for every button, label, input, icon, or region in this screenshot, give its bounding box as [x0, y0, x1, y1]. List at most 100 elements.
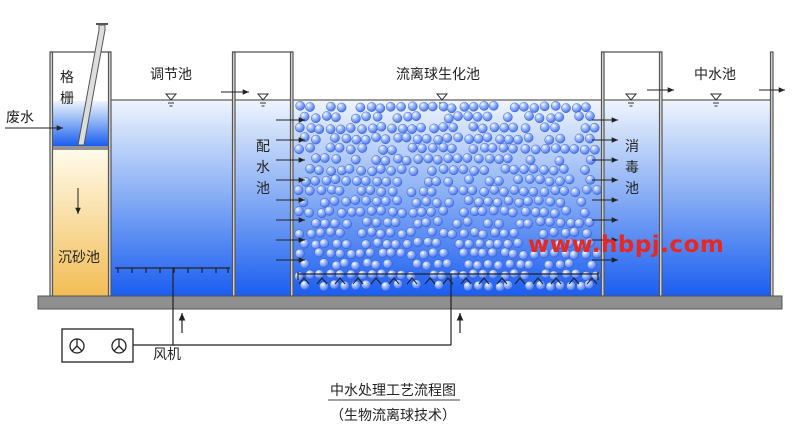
floating-ball: [509, 164, 519, 175]
floating-ball: [493, 260, 504, 271]
floating-ball: [551, 143, 561, 154]
floating-ball: [482, 132, 493, 143]
reclaimed-tank-label: 中水池: [694, 67, 736, 83]
floating-ball: [421, 217, 431, 228]
floating-ball: [539, 101, 550, 112]
floating-ball: [555, 259, 565, 270]
floating-ball: [402, 239, 413, 249]
floating-ball: [330, 133, 340, 143]
floating-ball: [412, 258, 423, 269]
floating-ball: [305, 163, 315, 174]
floating-ball: [448, 185, 459, 196]
floating-ball: [544, 135, 555, 145]
floating-ball: [454, 239, 465, 249]
floating-ball: [335, 124, 346, 135]
floating-ball: [519, 164, 529, 175]
floating-ball: [381, 176, 392, 187]
diffuser-chevron: [442, 277, 454, 285]
floating-ball: [458, 164, 469, 175]
floating-ball: [463, 281, 473, 292]
floating-ball: [529, 249, 540, 260]
floating-ball: [345, 144, 356, 155]
floating-ball: [575, 239, 585, 250]
floating-ball: [592, 185, 601, 195]
floating-ball: [523, 132, 534, 143]
floating-ball: [576, 196, 587, 207]
floating-ball: [392, 177, 403, 187]
floating-ball: [509, 228, 519, 238]
floating-ball: [503, 195, 514, 206]
floating-ball: [580, 123, 591, 133]
floating-ball: [436, 270, 447, 281]
floating-ball: [477, 229, 488, 240]
floating-ball: [396, 102, 406, 112]
floating-ball: [503, 134, 514, 145]
diffuser-chevron: [298, 277, 310, 285]
floating-ball: [406, 250, 417, 261]
floating-ball: [523, 196, 533, 207]
floating-ball: [393, 132, 404, 143]
floating-ball: [483, 281, 494, 292]
floating-ball: [375, 164, 386, 174]
floating-ball: [339, 258, 350, 268]
floating-ball: [301, 177, 311, 187]
floating-ball: [431, 237, 442, 248]
floating-ball: [464, 174, 474, 185]
floating-ball: [372, 112, 383, 122]
floating-ball: [463, 195, 474, 205]
floating-ball: [361, 279, 371, 290]
floating-ball: [371, 217, 382, 228]
floating-ball: [294, 248, 305, 259]
floating-ball: [484, 176, 495, 187]
floating-ball: [438, 101, 449, 112]
floating-ball: [489, 122, 500, 133]
diagram-subtitle: （生物流离球技术）: [330, 408, 456, 424]
floating-ball: [350, 260, 361, 271]
floating-ball: [378, 145, 388, 155]
floating-ball: [515, 259, 526, 270]
floating-ball: [408, 208, 419, 218]
floating-ball: [566, 281, 576, 291]
floating-ball: [534, 195, 544, 206]
floating-ball: [426, 186, 437, 197]
diffuser-chevrons: [298, 277, 598, 285]
website-watermark: www.hbpj.com: [528, 232, 725, 258]
floating-ball: [382, 259, 393, 269]
floating-ball: [488, 205, 499, 216]
diffuser-chevron: [424, 277, 436, 285]
floating-ball: [341, 133, 352, 144]
floating-ball: [453, 132, 464, 143]
floating-ball: [326, 166, 337, 177]
floating-ball: [397, 124, 408, 134]
floating-ball: [592, 248, 601, 259]
floating-ball: [508, 143, 518, 154]
floating-ball: [294, 229, 305, 239]
floating-ball: [468, 144, 479, 154]
floating-ball: [428, 247, 439, 258]
floating-ball: [352, 176, 362, 186]
floating-ball: [386, 166, 397, 176]
floating-ball: [326, 101, 336, 112]
floating-ball: [539, 248, 550, 259]
floating-ball: [495, 134, 505, 145]
floating-ball: [387, 123, 397, 134]
floating-ball: [413, 154, 424, 164]
floating-ball: [319, 281, 329, 292]
floating-ball: [355, 102, 366, 113]
floating-ball: [331, 154, 342, 164]
floating-ball: [584, 217, 595, 227]
floating-ball: [438, 142, 449, 153]
floating-ball: [540, 144, 551, 154]
floating-ball: [324, 205, 335, 216]
blower-label: 风机: [153, 347, 181, 363]
floating-ball: [580, 165, 590, 175]
floating-ball: [569, 144, 580, 154]
floating-ball: [584, 279, 594, 290]
floating-ball: [382, 239, 392, 250]
floating-ball: [337, 208, 347, 218]
floating-ball: [407, 124, 417, 134]
diffuser-chevron: [514, 277, 526, 285]
floating-ball: [561, 103, 571, 113]
floating-ball: [421, 196, 432, 207]
regulating-tank-label: 调节池: [150, 67, 192, 83]
